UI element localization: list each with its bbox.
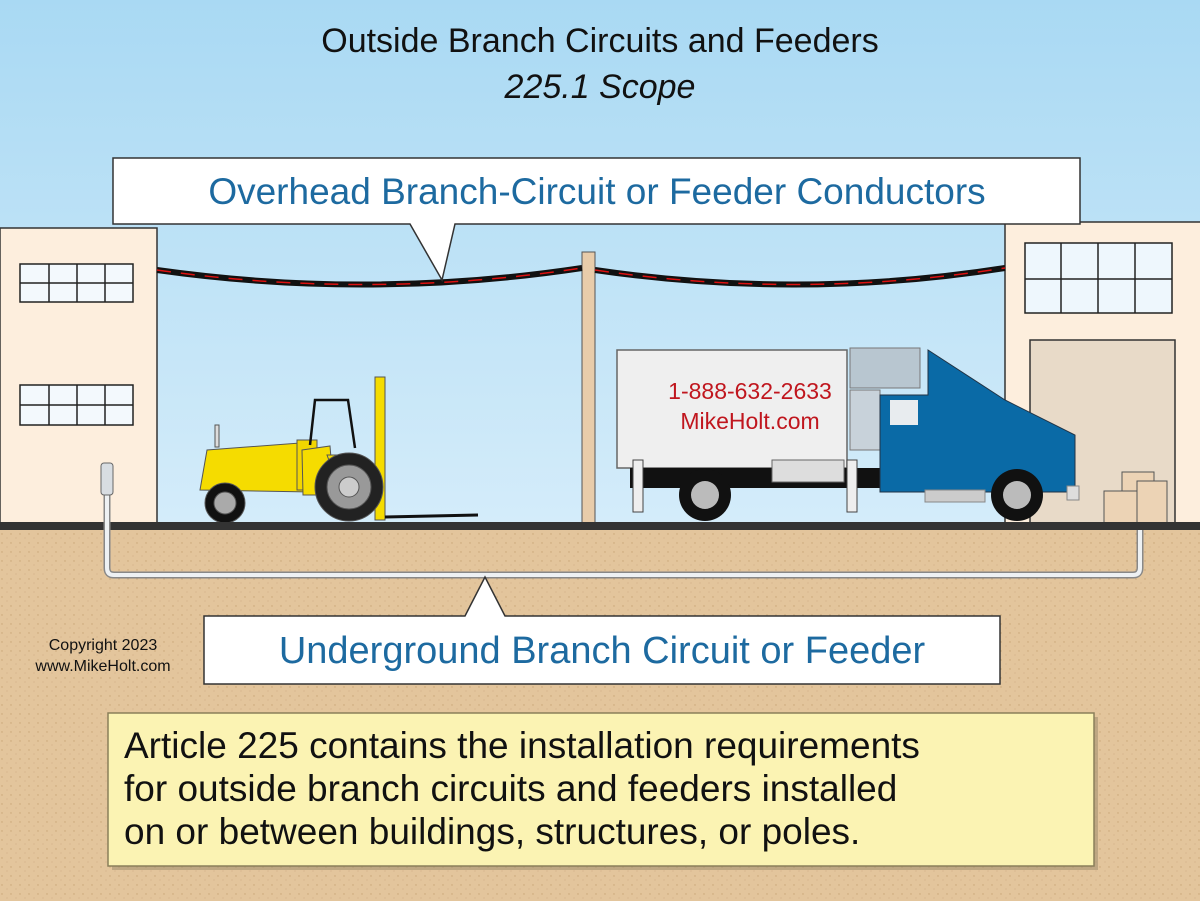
window [19, 263, 134, 426]
window [1024, 242, 1173, 314]
underground-callout-text: Underground Branch Circuit or Feeder [279, 630, 926, 672]
left-building [0, 227, 158, 525]
copyright-line-2: www.MikeHolt.com [34, 658, 170, 675]
grade-line [0, 522, 1200, 530]
underground-callout: Underground Branch Circuit or Feeder [203, 575, 1001, 685]
boxes [1103, 471, 1168, 525]
truck-phone: 1-888-632-2633 [668, 378, 832, 404]
underground-conduit [100, 462, 1144, 579]
copyright-line-1: Copyright 2023 [49, 637, 158, 654]
truck-website: MikeHolt.com [680, 408, 819, 434]
page-subtitle: 225.1 Scope [504, 68, 696, 106]
box-truck: 1-888-632-2633 MikeHolt.com [616, 347, 1080, 521]
overhead-callout: Overhead Branch-Circuit or Feeder Conduc… [112, 157, 1081, 283]
note-line: for outside branch circuits and feeders … [124, 768, 897, 809]
note-box: Article 225 contains the installation re… [107, 712, 1098, 870]
note-line: on or between buildings, structures, or … [124, 811, 860, 852]
page-title: Outside Branch Circuits and Feeders [321, 22, 878, 60]
utility-pole [581, 251, 596, 525]
overhead-callout-text: Overhead Branch-Circuit or Feeder Conduc… [208, 171, 985, 212]
note-line: Article 225 contains the installation re… [124, 725, 920, 766]
overhead-conductors [156, 265, 1006, 288]
forklift [199, 376, 479, 524]
